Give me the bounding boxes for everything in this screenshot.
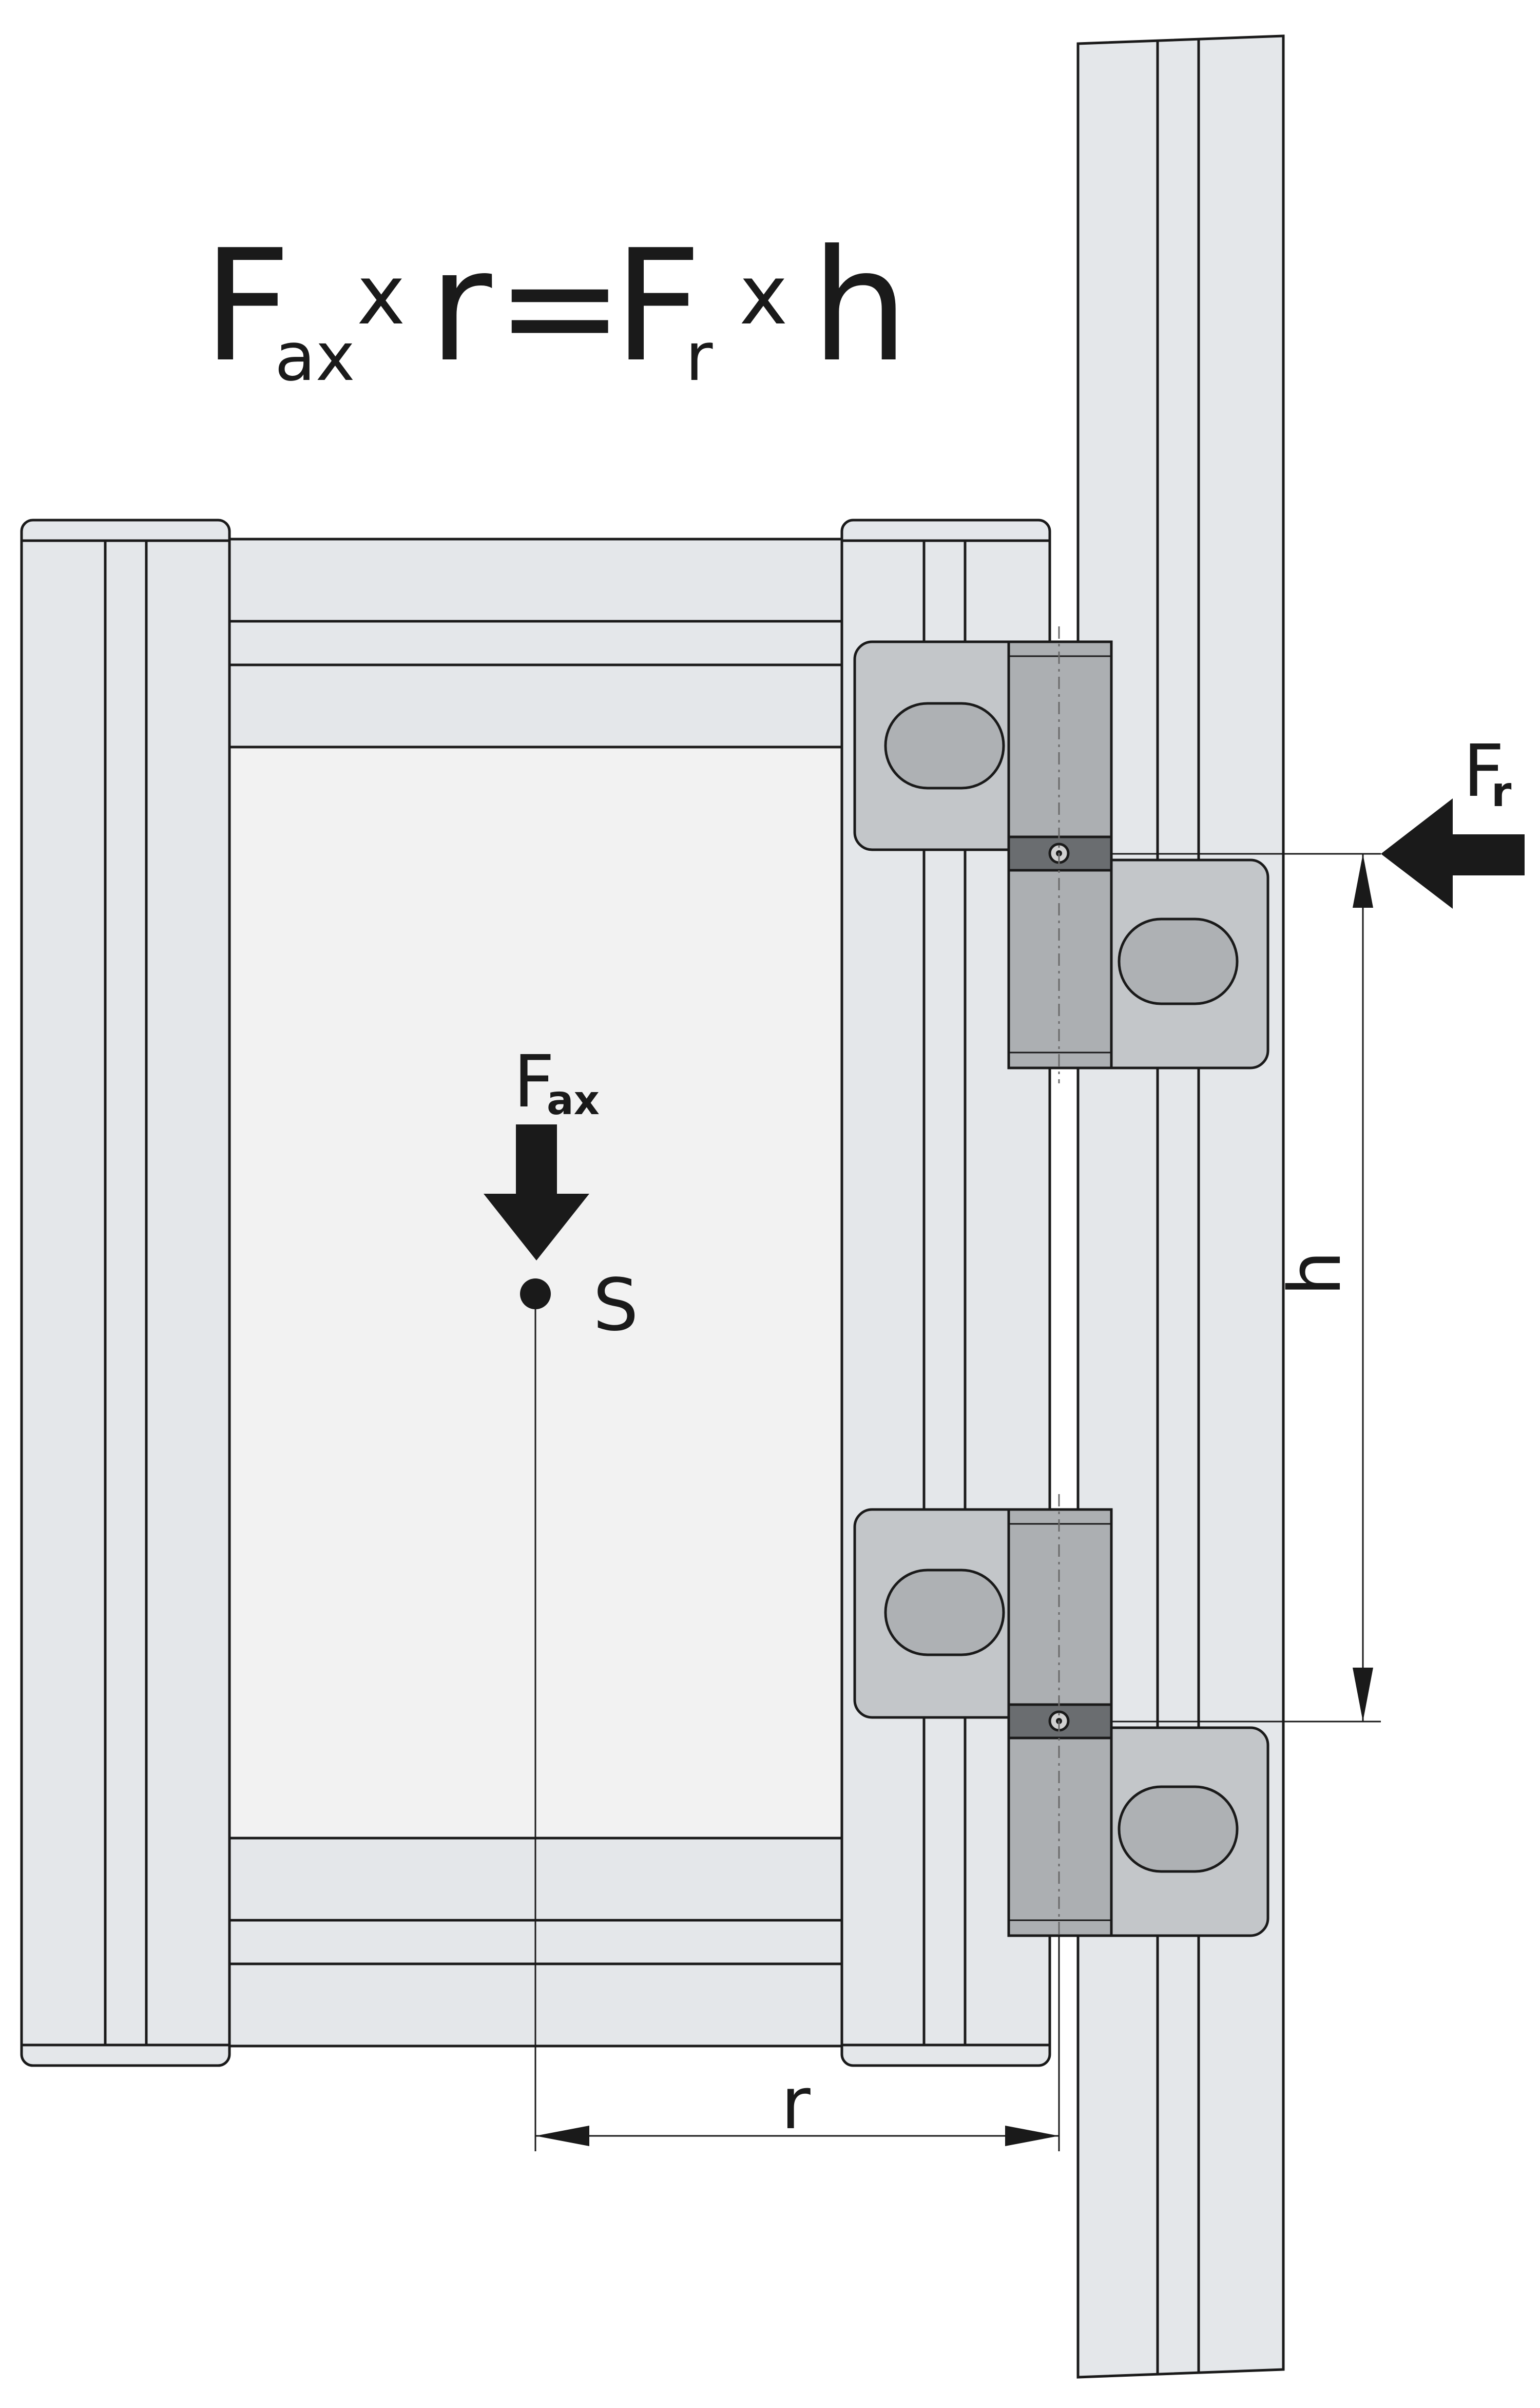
hinge-upper <box>853 626 1269 1083</box>
force-radial-label: F <box>1463 730 1505 813</box>
force-axial-arrow <box>484 1124 589 1260</box>
formula-times-1: x <box>357 247 406 343</box>
formula-h: h <box>811 217 909 396</box>
formula-equals: = <box>495 217 624 396</box>
door-panel <box>227 746 846 1840</box>
force-axial-label-subscript: ax <box>547 1078 600 1124</box>
hinge-lower <box>853 1494 1269 1951</box>
formula-force-axial-subscript: ax <box>275 318 355 396</box>
force-axial-label: F <box>513 1040 555 1124</box>
force-radial-label-subscript: r <box>1491 768 1512 816</box>
axial-force: F ax S <box>484 1040 639 2151</box>
dimension-r-label: r <box>781 2062 811 2146</box>
formula-r: r <box>429 217 494 396</box>
dimension-h: h <box>1111 853 1381 1723</box>
hinge-slot <box>1118 918 1239 1005</box>
door-left-stile <box>20 519 231 2067</box>
door-bottom-rail <box>227 1837 846 2048</box>
formula-force-radial-subscript: r <box>685 318 713 396</box>
dimension-r: r <box>535 1936 1060 2151</box>
center-of-gravity-label: S <box>593 1264 639 1347</box>
force-radial-arrow <box>1381 798 1525 909</box>
hinge-slot <box>884 1569 1005 1656</box>
formula: F ax x r = F r x h <box>203 217 909 396</box>
hinge-slot <box>884 702 1005 790</box>
hinge-slot <box>1118 1785 1239 1873</box>
center-of-gravity-point <box>520 1278 551 1309</box>
formula-times-2: x <box>739 247 788 343</box>
fixed-vertical-profile <box>1076 34 1285 2379</box>
dimension-h-label: h <box>1274 1251 1357 1296</box>
formula-force-axial: F <box>203 217 292 396</box>
formula-force-radial: F <box>613 217 702 396</box>
radial-force: F r <box>1381 730 1525 909</box>
door-top-rail <box>227 538 846 749</box>
